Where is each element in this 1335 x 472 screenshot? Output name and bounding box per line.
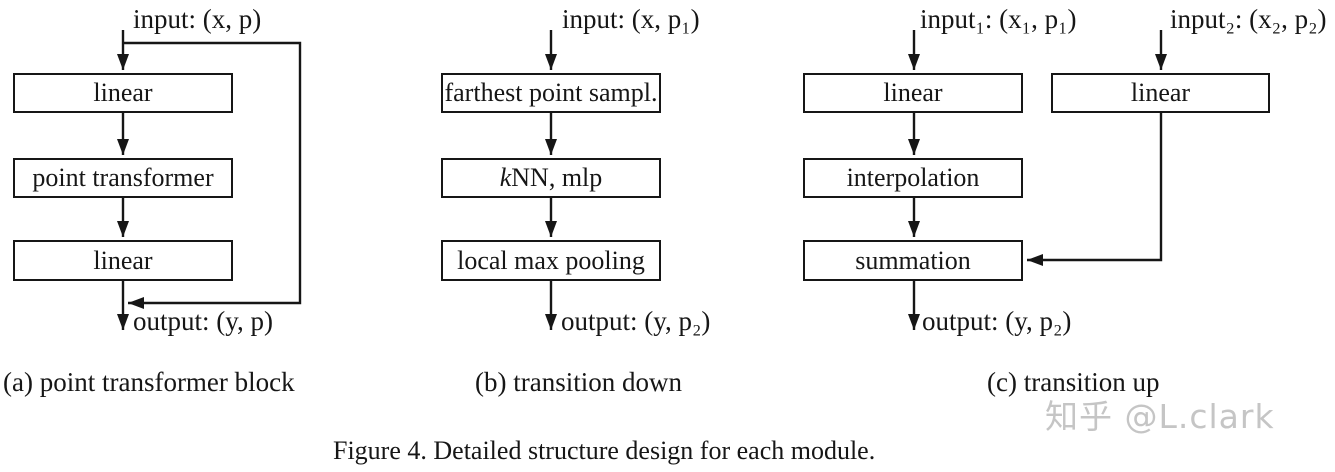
a-caption: (a) point transformer block [3, 367, 295, 397]
a-box-point-transformer: point transformer [13, 158, 233, 198]
c-box-linear-left: linear [803, 73, 1023, 113]
c-merge-connection [1027, 112, 1163, 266]
b-input-label: input: (x, p₁) [562, 4, 700, 34]
c-output-label: output: (y, p₂) [922, 306, 1072, 336]
c-box-summation: summation [803, 240, 1023, 281]
b-box-local-max-pooling-label: local max pooling [457, 245, 645, 275]
c-box-summation-label: summation [855, 245, 971, 275]
c-caption: (c) transition up [987, 367, 1160, 397]
a-box-linear-bottom-label: linear [93, 245, 153, 275]
a-box-linear-bottom: linear [13, 240, 233, 281]
figure-caption: Figure 4. Detailed structure design for … [333, 436, 876, 465]
c-box-linear-left-label: linear [883, 78, 943, 107]
b-caption: (b) transition down [475, 367, 682, 397]
c-input1-label: input₁: (x₁, p₁) [920, 4, 1077, 34]
a-input-label: input: (x, p) [133, 4, 262, 34]
a-output-label: output: (y, p) [133, 306, 273, 336]
c-box-linear-right: linear [1051, 73, 1270, 113]
b-box-knn-rest-label: NN, mlp [511, 163, 603, 192]
b-output-label: output: (y, p₂) [561, 306, 711, 336]
c-input2-label: input₂: (x₂, p₂) [1170, 4, 1327, 34]
a-box-point-transformer-label: point transformer [32, 163, 214, 192]
c-box-linear-right-label: linear [1130, 78, 1191, 107]
b-box-local-max-pooling: local max pooling [441, 240, 661, 281]
b-box-farthest-point-sampling: farthest point sampl. [441, 73, 661, 113]
zhihu-watermark: 知乎 @L.clark [1045, 397, 1275, 437]
a-box-linear-top-label: linear [93, 78, 153, 107]
b-box-knn-italic-k: k [499, 163, 512, 192]
zhihu-watermark-site: 知乎 [1045, 397, 1113, 436]
b-box-farthest-point-sampling-label: farthest point sampl. [444, 78, 658, 107]
c-box-interpolation: interpolation [803, 158, 1023, 198]
a-box-linear-top: linear [13, 73, 233, 113]
c-box-interpolation-label: interpolation [846, 163, 980, 192]
zhihu-watermark-author: @L.clark [1124, 397, 1275, 436]
